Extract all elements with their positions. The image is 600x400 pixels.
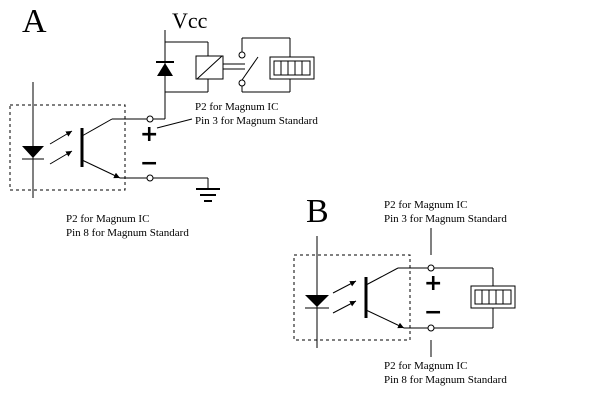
circuit-b-label: B <box>306 193 329 230</box>
minus-sign-a: − <box>140 151 158 176</box>
minus-sign-b: − <box>424 300 442 325</box>
circuit-a-label: A <box>22 3 47 40</box>
minus-terminal-b <box>427 324 435 332</box>
relay-switch <box>238 38 259 92</box>
led-symbol-b <box>305 236 357 348</box>
plus-sign-a: + <box>140 122 158 147</box>
optocoupler-box <box>9 104 126 191</box>
plus-pin-label-b-1: P2 for Magnum IC <box>384 199 467 211</box>
optocoupler-box-b <box>293 254 411 341</box>
plus-pin-label-a-2: Pin 3 for Magnum Standard <box>195 115 318 127</box>
plus-pin-label-a-1: P2 for Magnum IC <box>195 101 278 113</box>
phototransistor-symbol <box>80 118 150 179</box>
led-symbol <box>22 82 73 198</box>
phototransistor-symbol-b <box>364 267 430 329</box>
minus-pin-label-a-1: P2 for Magnum IC <box>66 213 149 225</box>
ground-symbol <box>196 188 220 202</box>
flyback-diode <box>156 61 174 76</box>
counter-b <box>470 285 516 309</box>
plus-sign-b: + <box>424 271 442 296</box>
circuit-a: A Vcc + − <box>9 3 318 239</box>
counter-a <box>269 56 315 80</box>
minus-pin-label-b-1: P2 for Magnum IC <box>384 360 467 372</box>
minus-pin-label-a-2: Pin 8 for Magnum Standard <box>66 227 189 239</box>
relay-coil <box>195 55 224 80</box>
circuit-b: B + − <box>293 193 516 386</box>
vcc-label: Vcc <box>172 8 208 33</box>
plus-pin-label-b-2: Pin 3 for Magnum Standard <box>384 213 507 225</box>
minus-pin-label-b-2: Pin 8 for Magnum Standard <box>384 374 507 386</box>
